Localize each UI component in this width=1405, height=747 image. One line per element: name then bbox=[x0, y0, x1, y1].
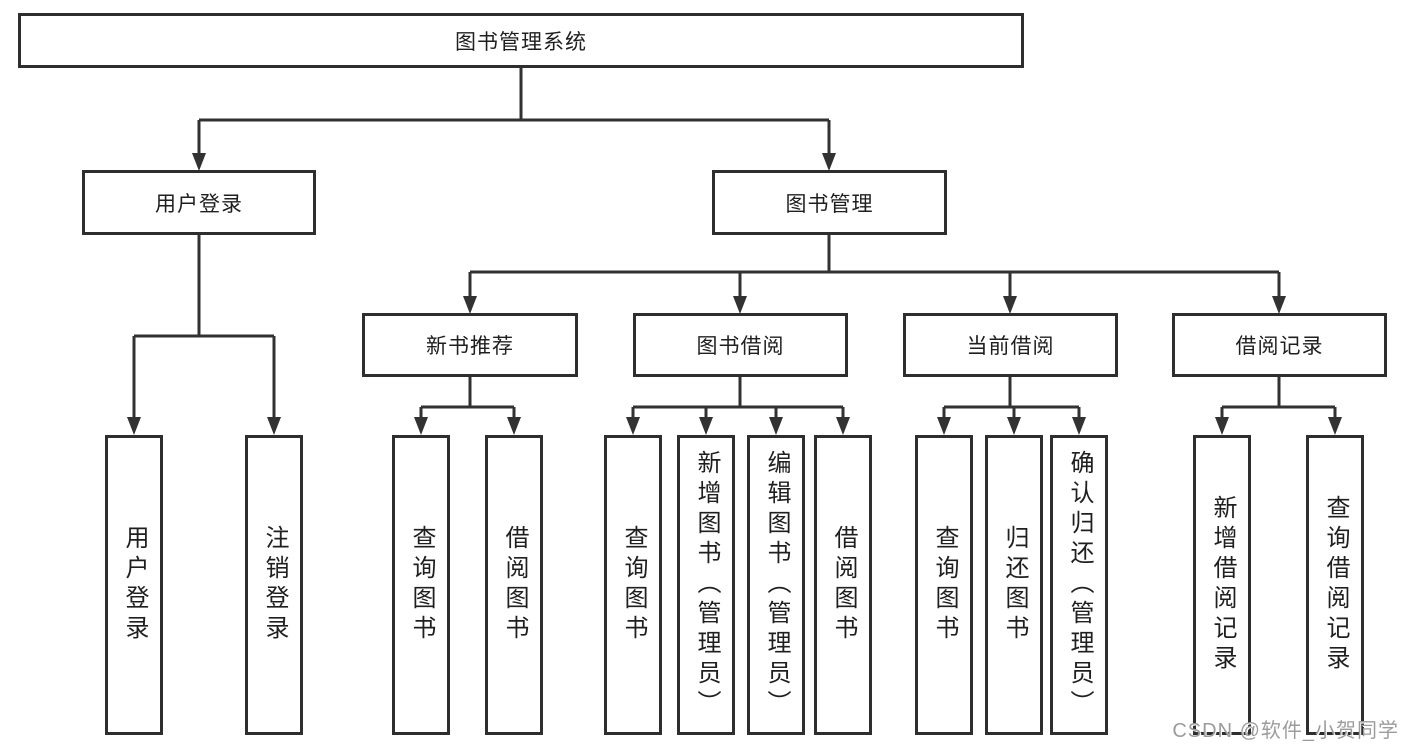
leaf-add-book: 新增图书（管理员） bbox=[677, 435, 735, 735]
leaf-query-borrow-record: 查询借阅记录 bbox=[1306, 435, 1364, 735]
leaf-add-book-label: 新增图书（管理员） bbox=[693, 450, 720, 720]
leaf-user-login: 用户登录 bbox=[105, 435, 163, 735]
node-borrow-records: 借阅记录 bbox=[1172, 313, 1387, 377]
arrowhead bbox=[822, 153, 836, 171]
arrowhead bbox=[127, 417, 141, 435]
leaf-return-book: 归还图书 bbox=[985, 435, 1043, 735]
csdn-watermark: CSDN @软件_小贺同学 bbox=[1172, 720, 1399, 742]
arrowhead bbox=[463, 296, 477, 314]
connector-book-borrow-children bbox=[626, 377, 850, 435]
leaf-return-book-label: 归还图书 bbox=[1001, 525, 1028, 645]
leaf-confirm-return: 确认归还（管理员） bbox=[1050, 435, 1108, 735]
arrowhead bbox=[1272, 296, 1286, 314]
arrowhead bbox=[937, 417, 951, 435]
node-book-borrow-label: 图书借阅 bbox=[696, 335, 785, 358]
leaf-confirm-return-label: 确认归还（管理员） bbox=[1066, 450, 1093, 720]
node-book-mgmt: 图书管理 bbox=[712, 170, 947, 235]
leaf-logout: 注销登录 bbox=[245, 435, 303, 735]
node-book-mgmt-label: 图书管理 bbox=[785, 192, 874, 216]
leaf-query-book-rec: 查询图书 bbox=[392, 435, 450, 735]
leaf-borrow-book: 借阅图书 bbox=[814, 435, 872, 735]
leaf-add-borrow-record: 新增借阅记录 bbox=[1193, 435, 1251, 735]
arrowhead bbox=[267, 417, 281, 435]
leaf-edit-book: 编辑图书（管理员） bbox=[747, 435, 805, 735]
arrowhead bbox=[507, 417, 521, 435]
connector-new-book-rec-children bbox=[414, 377, 521, 435]
node-root: 图书管理系统 bbox=[18, 13, 1024, 68]
leaf-borrow-book-label: 借阅图书 bbox=[830, 525, 857, 645]
connector-book-mgmt-children bbox=[463, 235, 1286, 314]
node-current-borrow-label: 当前借阅 bbox=[966, 335, 1055, 358]
node-user-login-label: 用户登录 bbox=[155, 192, 243, 216]
arrowhead bbox=[1003, 296, 1017, 314]
arrowhead bbox=[769, 417, 783, 435]
leaf-edit-book-label: 编辑图书（管理员） bbox=[763, 450, 790, 720]
arrowhead bbox=[1072, 417, 1086, 435]
leaf-logout-label: 注销登录 bbox=[261, 525, 288, 645]
leaf-query-book-borrow-label: 查询图书 bbox=[620, 525, 647, 645]
node-user-login: 用户登录 bbox=[82, 170, 316, 235]
arrowhead bbox=[1328, 417, 1342, 435]
leaf-query-book-current: 查询图书 bbox=[915, 435, 973, 735]
arrowhead bbox=[733, 296, 747, 314]
leaf-add-borrow-record-label: 新增借阅记录 bbox=[1209, 495, 1236, 675]
node-new-book-rec: 新书推荐 bbox=[362, 313, 578, 377]
node-book-borrow: 图书借阅 bbox=[633, 313, 848, 377]
leaf-query-borrow-record-label: 查询借阅记录 bbox=[1322, 495, 1349, 675]
arrowhead bbox=[836, 417, 850, 435]
arrowhead bbox=[192, 153, 206, 171]
leaf-query-book-rec-label: 查询图书 bbox=[408, 525, 435, 645]
connector-root-children bbox=[192, 68, 836, 171]
node-new-book-rec-label: 新书推荐 bbox=[426, 335, 514, 358]
leaf-borrow-book-rec-label: 借阅图书 bbox=[501, 525, 528, 645]
arrowhead bbox=[626, 417, 640, 435]
connector-borrow-records-children bbox=[1215, 377, 1342, 435]
leaf-user-login-label: 用户登录 bbox=[121, 525, 148, 645]
arrowhead bbox=[1007, 417, 1021, 435]
node-borrow-records-label: 借阅记录 bbox=[1235, 335, 1324, 358]
arrowhead bbox=[1215, 417, 1229, 435]
leaf-query-book-current-label: 查询图书 bbox=[931, 525, 958, 645]
arrowhead bbox=[699, 417, 713, 435]
connector-user-login-children bbox=[127, 235, 281, 435]
node-current-borrow: 当前借阅 bbox=[903, 313, 1118, 377]
arrowhead bbox=[414, 417, 428, 435]
leaf-borrow-book-rec: 借阅图书 bbox=[485, 435, 543, 735]
leaf-query-book-borrow: 查询图书 bbox=[604, 435, 662, 735]
node-root-label: 图书管理系统 bbox=[455, 30, 587, 54]
connector-current-borrow-children bbox=[937, 377, 1086, 435]
